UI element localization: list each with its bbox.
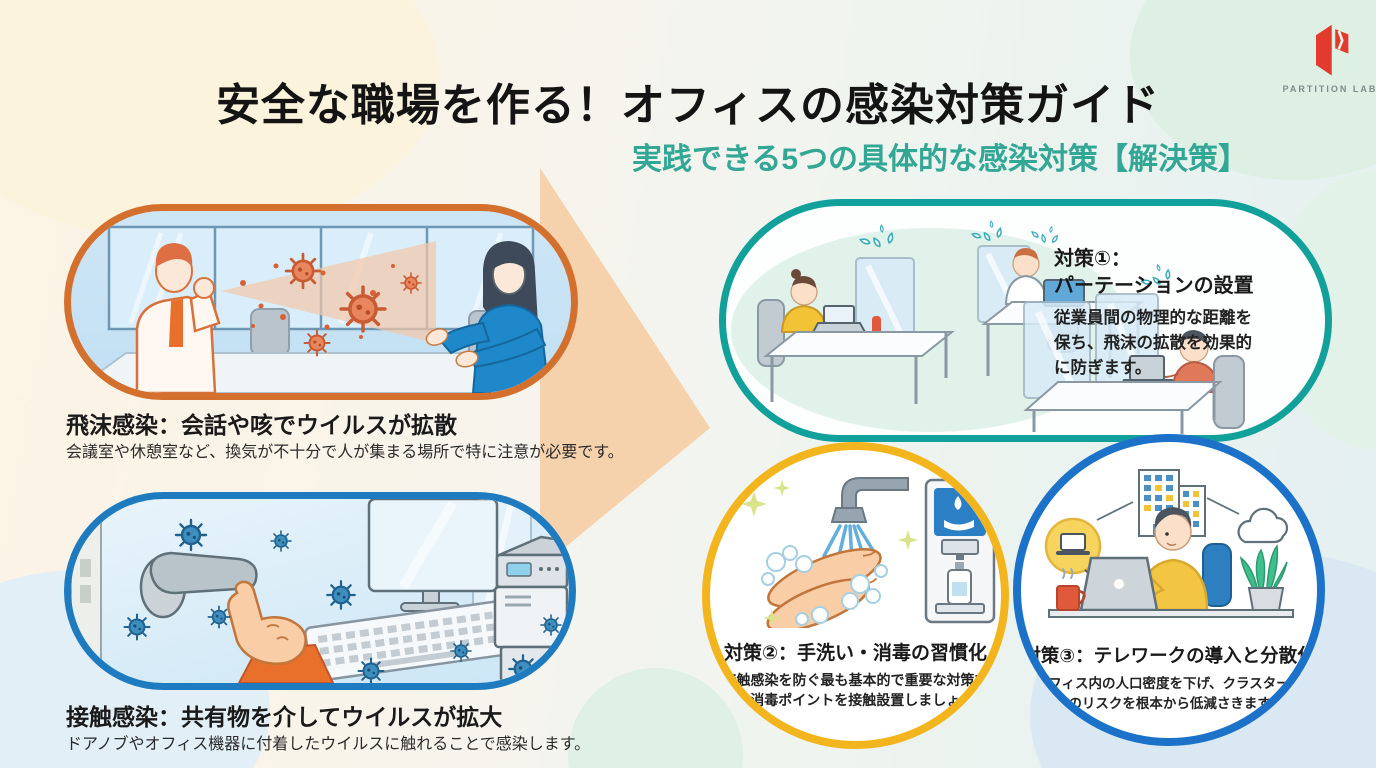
droplet-infection-heading: 飛沫感染：会話や咳でウイルスが拡散 — [66, 412, 457, 438]
virus-icon — [450, 640, 472, 662]
virus-icon — [357, 657, 385, 683]
telework-solution-panel: 対策③：テレワークの導入と分散化 オフィス内の人口密度を下げ、クラスター発生のリ… — [1013, 434, 1325, 746]
door-handle-office-illustration — [71, 499, 569, 683]
contact-infection-panel — [64, 492, 576, 690]
virus-icon — [540, 614, 562, 636]
virus-icon — [270, 530, 292, 552]
faucet-icon — [830, 477, 909, 523]
virus-icon — [174, 518, 208, 552]
contact-infection-heading: 接触感染：共有物を介してウイルスが拡大 — [66, 704, 503, 730]
handwash-solution-body: 接触感染を防ぐ最も基本的で重要な対策です。消毒ポイントを接触設置しましょう。 — [722, 672, 989, 709]
monitor-illustration — [367, 499, 499, 612]
brand-name: PARTITION LAB — [1282, 84, 1376, 94]
partition-solution-label: 対策①： — [1054, 248, 1131, 270]
partition-office-illustration — [731, 220, 1245, 434]
desk-cluster-left — [757, 257, 955, 404]
cough-spray-shape — [221, 241, 436, 343]
page-title: 安全な職場を作る！オフィスの感染対策ガイド — [215, 81, 1161, 131]
handwash-illustration — [741, 477, 996, 628]
page-subtitle: 実践できる5つの具体的な感染対策【解決策】 — [631, 143, 1249, 176]
door-illustration — [71, 499, 102, 683]
virus-icon — [284, 252, 322, 290]
telework-solution-body: オフィス内の人口密度を下げ、クラスター発生のリスクを根本から低減さきます。 — [1034, 676, 1304, 711]
network-lines — [1096, 497, 1240, 521]
desk — [1048, 609, 1294, 618]
droplet-infection-body: 会議室や休憩室など、換気が不十分で人が集まる場所で特に注意が必要です。 — [66, 444, 624, 461]
pointing-hand-illustration — [227, 580, 335, 683]
sanitizer-dispenser-illustration — [924, 478, 996, 624]
virus-icon — [207, 605, 231, 629]
droplet-infection-panel — [64, 204, 578, 400]
coffee-mug-icon — [1056, 568, 1086, 611]
droplet-dots — [240, 263, 395, 339]
virus-icon — [326, 580, 356, 610]
background-blob-mint-center — [568, 668, 743, 768]
partition-solution-title: パーテーションの設置 — [1054, 275, 1254, 297]
coughing-meeting-illustration — [71, 225, 571, 393]
teleworker-illustration — [1079, 507, 1232, 612]
partition-solution-panel — [719, 199, 1332, 442]
contact-infection-body: ドアノブやオフィス機器に付着したウイルスに触れることで感染します。 — [66, 736, 591, 753]
soap-foam — [761, 545, 888, 626]
cloud-icon — [1237, 507, 1289, 544]
handwash-solution-panel: 対策②：手洗い・消毒の習慣化 接触感染を防ぐ最も基本的で重要な対策です。消毒ポイ… — [702, 442, 1009, 749]
virus-icon — [123, 613, 151, 641]
virus-icon — [339, 285, 387, 333]
brand-logo: PARTITION LAB — [1280, 20, 1376, 94]
door-handle-illustration — [139, 551, 258, 619]
keyboard-illustration — [304, 600, 509, 683]
plant-icon — [1239, 544, 1288, 611]
virus-icon — [303, 329, 331, 357]
partition-lab-p-icon — [1316, 24, 1349, 76]
virus-icon — [400, 272, 422, 294]
desk-cluster-right — [1023, 293, 1245, 434]
handwash-solution-title: 対策②：手洗い・消毒の習慣化 — [723, 643, 988, 664]
virus-icon — [508, 654, 538, 683]
partition-solution-text: 対策①： パーテーションの設置 従業員間の物理的な距離を保ち、飛沫の拡散を効果的… — [1054, 246, 1264, 380]
coughing-man-illustration — [135, 243, 221, 393]
gesturing-woman-illustration — [425, 241, 551, 393]
telework-solution-title: 対策③：テレワークの導入と分散化 — [1022, 645, 1316, 666]
partition-solution-body: 従業員間の物理的な距離を保ち、飛沫の拡散を効果的に防ぎます。 — [1054, 309, 1252, 377]
telework-illustration — [1044, 469, 1294, 618]
